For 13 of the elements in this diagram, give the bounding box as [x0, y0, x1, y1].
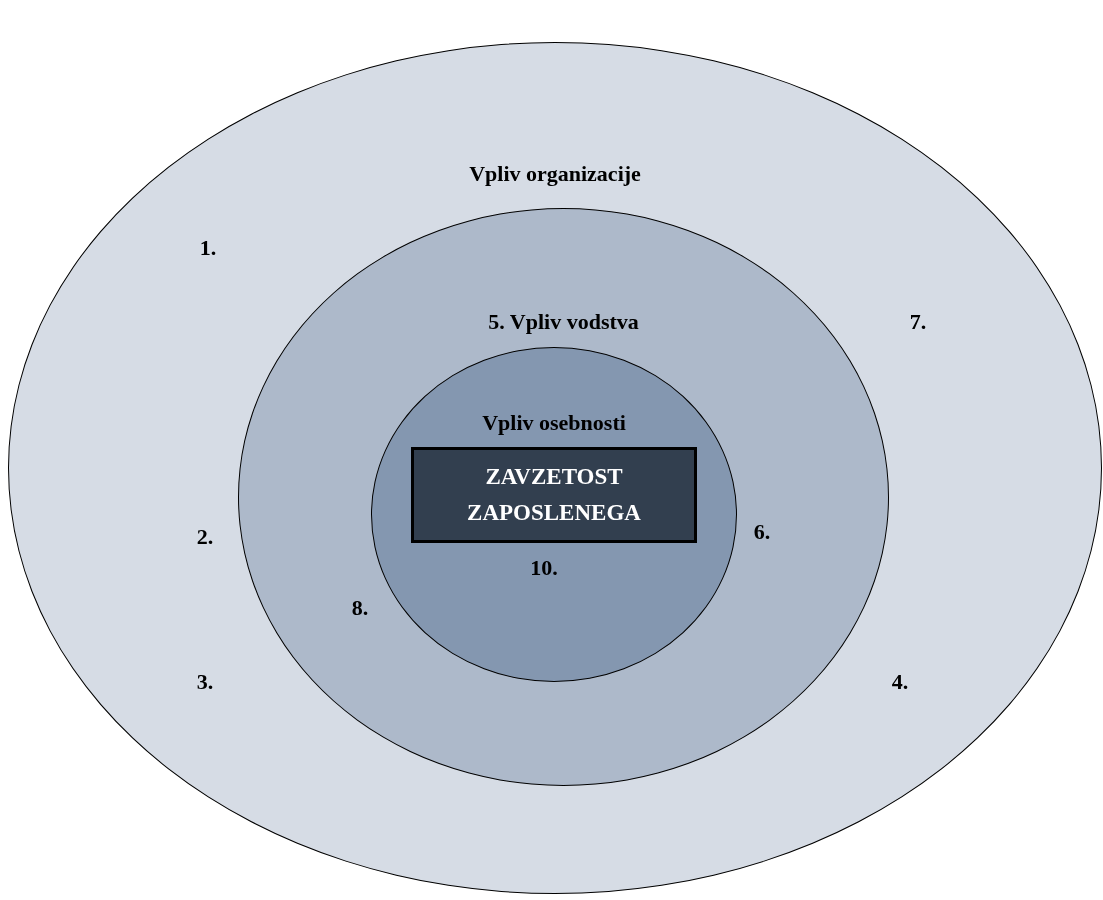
box-label: ZAVZETOST ZAPOSLENEGA: [466, 463, 642, 527]
title-box: [411, 447, 697, 543]
item-number: 2.: [196, 524, 214, 550]
ring-heading: Vpliv organizacije: [468, 161, 642, 187]
item-number: 3.: [196, 669, 214, 695]
item-number: 6.: [753, 519, 771, 545]
item-number: 7.: [909, 309, 927, 335]
item-number: 4.: [891, 669, 909, 695]
item-number: 10.: [530, 555, 558, 581]
ring-heading: Vpliv osebnosti: [481, 410, 627, 436]
ring-heading: 5. Vpliv vodstva: [487, 309, 640, 335]
item-number: 1.: [199, 235, 217, 261]
item-number: 8.: [351, 595, 369, 621]
